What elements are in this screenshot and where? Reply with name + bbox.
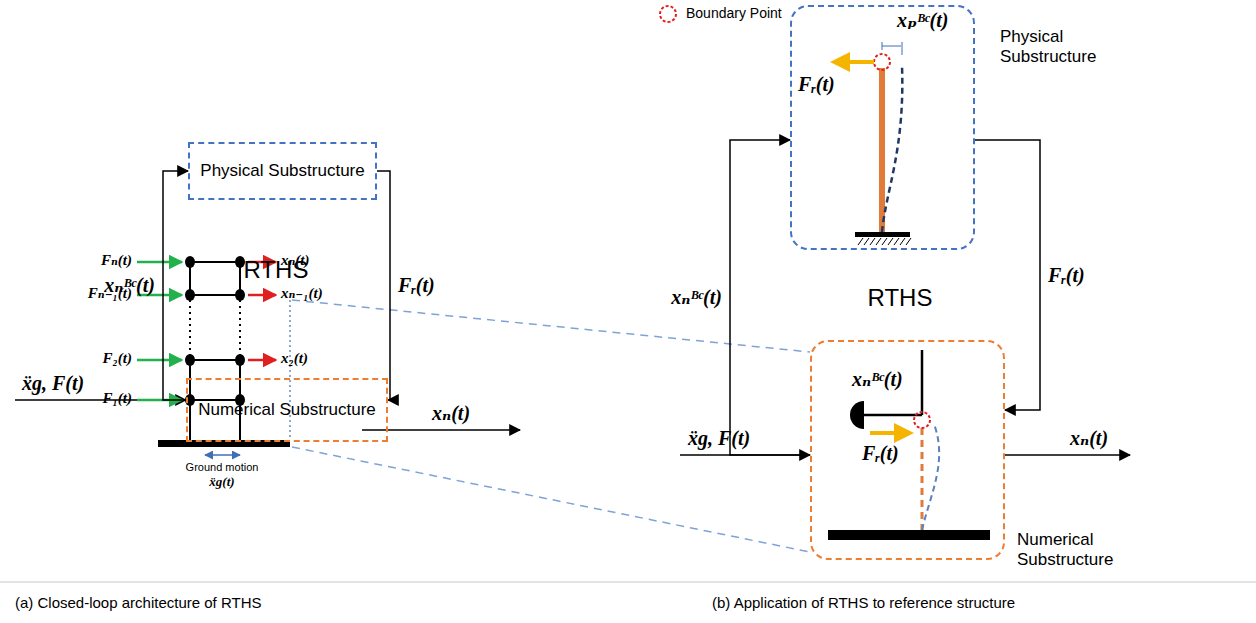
- numerical-substructure-box: Numerical Substructurexₙᴮᶜ(t)Fᵣ(t): [810, 340, 1005, 560]
- caption: (b) Application of RTHS to reference str…: [712, 594, 1015, 611]
- signal-label: ẍg, F(t): [688, 427, 750, 450]
- signal-connector: [377, 171, 390, 400]
- signal-label: F₁(t): [103, 390, 132, 407]
- box-title: Numerical Substructure: [1017, 530, 1129, 570]
- annotation: Ground motion: [186, 461, 259, 474]
- annotation: RTHS: [868, 284, 933, 312]
- signal-label: xₙ₋₁(t): [281, 285, 323, 302]
- signal-label: Fₙ(t): [101, 252, 132, 269]
- signal-label: F₂(t): [103, 350, 132, 367]
- boundary-point-symbol: [660, 6, 676, 22]
- physical-substructure-box: Physical Substructurexₚᴮᶜ(t)Fᵣ(t): [790, 5, 975, 250]
- physical-substructure-box: Physical Substructure: [188, 142, 377, 200]
- physical-column: [834, 42, 911, 245]
- numerical-frame: [828, 350, 990, 540]
- connector-label: Fᵣ(t): [1048, 264, 1085, 287]
- caption-rule: [0, 582, 1256, 583]
- caption: (a) Closed-loop architecture of RTHS: [15, 594, 262, 611]
- box-title: Physical Substructure: [200, 161, 364, 181]
- ground-motion-arrow: [205, 454, 240, 456]
- signal-connector: [163, 171, 188, 400]
- numerical-substructure-box: Numerical Substructure: [186, 378, 388, 442]
- signal-connector: [730, 140, 810, 455]
- signal-label: x₂(t): [281, 350, 308, 367]
- box-title: Physical Substructure: [1000, 27, 1112, 67]
- signal-label: xₚᴮᶜ(t): [897, 9, 948, 32]
- signal-label: ẍg, F(t): [22, 372, 84, 395]
- legend-text: Boundary Point: [686, 5, 782, 21]
- signal-label: Fᵣ(t): [798, 73, 835, 96]
- signal-label: ẍg(t): [209, 475, 234, 490]
- signal-label: xₙ(t): [1070, 427, 1108, 450]
- connector-label: Fᵣ(t): [398, 274, 435, 297]
- signal-connector: [975, 140, 1040, 410]
- signal-label: Fᵣ(t): [862, 442, 899, 465]
- signal-label: xₙ(t): [281, 252, 310, 269]
- box-title: Numerical Substructure: [198, 400, 376, 420]
- signal-arrow: [15, 400, 1130, 455]
- zoom-line: [292, 300, 810, 552]
- signal-label: xₙ(t): [432, 402, 470, 425]
- signal-label: xₙᴮᶜ(t): [852, 368, 903, 391]
- connector-label: xₙᴮᶜ(t): [104, 274, 155, 297]
- connector-label: xₙᴮᶜ(t): [671, 286, 722, 309]
